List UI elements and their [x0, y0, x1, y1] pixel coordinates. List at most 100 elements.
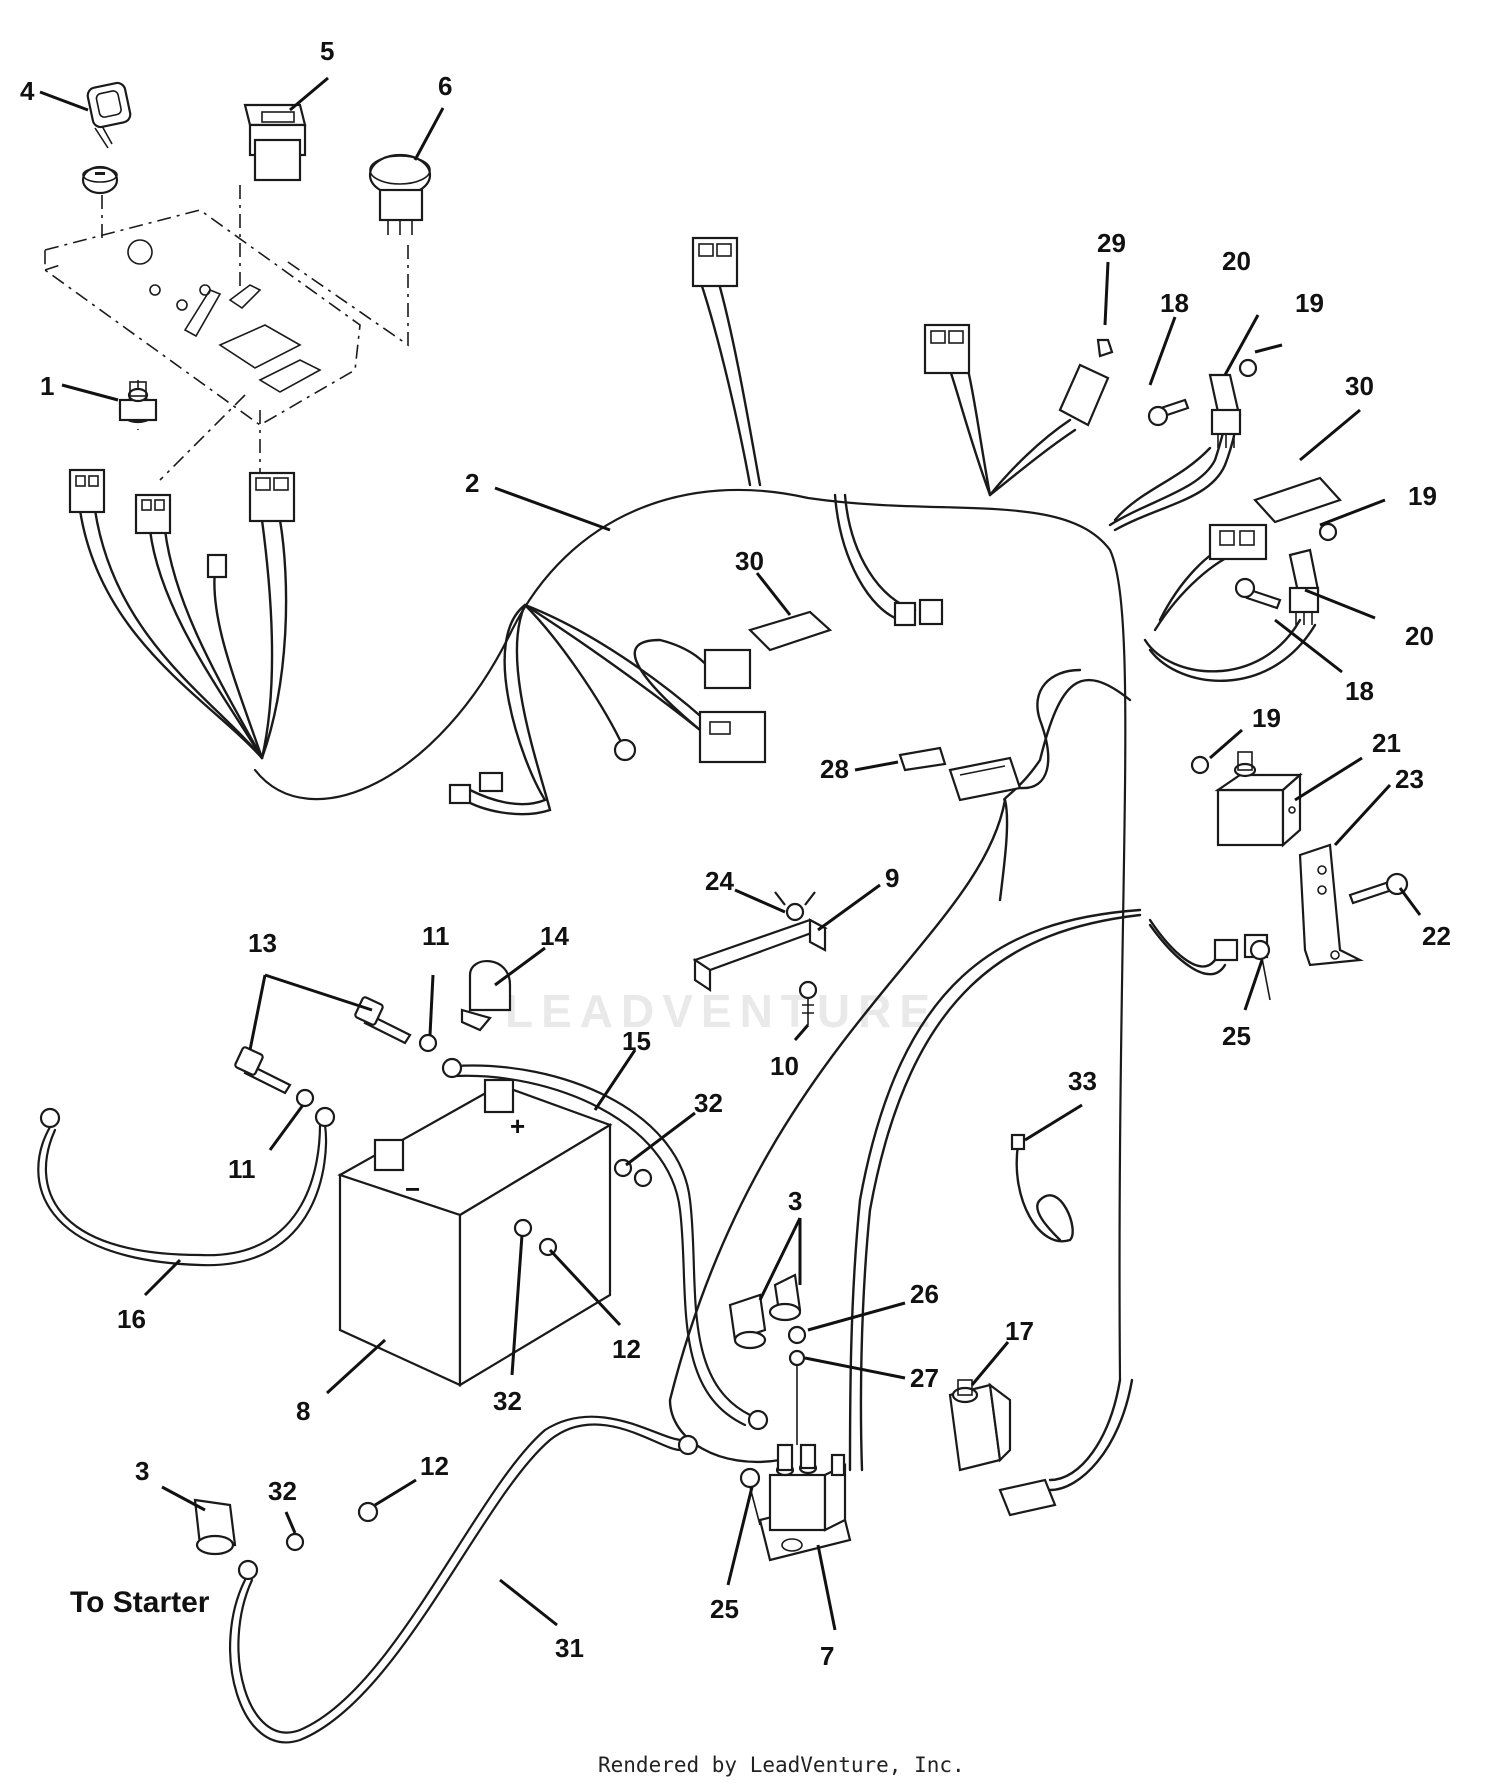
lock-washer-27 [788, 1349, 806, 1367]
callout-9: 9 [885, 863, 899, 893]
leader-lines [39, 76, 1422, 1631]
callout-23: 23 [1395, 764, 1424, 794]
bolt-13a [354, 996, 412, 1045]
ground-cable-16 [37, 1106, 336, 1267]
callout-11a: 11 [422, 921, 450, 951]
terminal-boot-14 [460, 960, 512, 1032]
washer-32c [285, 1532, 305, 1552]
screw-25a [1249, 939, 1271, 1001]
callout-8: 8 [296, 1396, 310, 1426]
battery-positive-mark: + [510, 1111, 525, 1141]
terminal-boot-3c [193, 1498, 237, 1556]
jumper-wire-33 [1010, 1133, 1074, 1243]
key-switch-cap [81, 165, 119, 195]
callout-12b: 12 [420, 1451, 449, 1481]
callout-20a: 20 [1222, 246, 1251, 276]
ignition-key [86, 81, 132, 149]
callout-29: 29 [1097, 228, 1126, 258]
harness-left-branch [68, 468, 296, 760]
callout-19c: 19 [1252, 703, 1281, 733]
ignition-switch [118, 381, 158, 424]
callout-7: 7 [820, 1641, 834, 1671]
harness-upper-right-branch [923, 323, 1110, 497]
washer-11a [418, 1033, 438, 1053]
nut-19b [1318, 522, 1338, 542]
washer-11b [295, 1088, 315, 1108]
relay-cover-upper [1253, 476, 1342, 524]
callout-3b: 3 [135, 1456, 149, 1486]
nut-19a [1238, 358, 1258, 378]
callout-19b: 19 [1408, 481, 1437, 511]
callout-25a: 25 [1222, 1021, 1251, 1051]
terminal-boot-3b [768, 1273, 802, 1322]
callout-10: 10 [770, 1051, 799, 1081]
callout-6: 6 [438, 71, 452, 101]
callout-labels: 4 5 6 1 2 30 29 18 20 19 30 19 20 18 19 … [20, 36, 1451, 1671]
callout-17: 17 [1005, 1316, 1034, 1346]
terminal-boot-3a [728, 1293, 767, 1350]
bolt-13b [234, 1046, 292, 1095]
starter-cable-31 [229, 1415, 699, 1744]
harness-mid-branch [448, 603, 833, 816]
nut-19c [1190, 755, 1210, 775]
harness-lower-branch [668, 678, 1269, 1492]
callout-18b: 18 [1345, 676, 1374, 706]
battery: + − [337, 1078, 613, 1387]
alarm-module [1214, 751, 1303, 848]
callout-32b: 32 [493, 1386, 522, 1416]
callout-32c: 32 [268, 1476, 297, 1506]
callout-2: 2 [465, 468, 479, 498]
callout-22: 22 [1422, 921, 1451, 951]
relay-upper [1113, 373, 1242, 522]
callout-28: 28 [820, 754, 849, 784]
callout-21: 21 [1372, 728, 1401, 758]
screw-10 [798, 980, 818, 1025]
bolt-22 [1348, 872, 1409, 905]
nut-12c [357, 1501, 379, 1523]
starter-solenoid [758, 1443, 852, 1562]
callout-3a: 3 [788, 1186, 802, 1216]
wing-nut [774, 891, 816, 922]
safety-switch-17 [948, 1379, 1057, 1517]
callout-12a: 12 [612, 1334, 641, 1364]
callout-1: 1 [40, 371, 54, 401]
callout-26: 26 [910, 1279, 939, 1309]
callout-18a: 18 [1160, 288, 1189, 318]
callout-15: 15 [622, 1026, 651, 1056]
fuse-holder [898, 668, 1082, 902]
bolt-18b [1234, 577, 1282, 610]
footer-credit: Rendered by LeadVenture, Inc. [598, 1753, 965, 1777]
callout-31: 31 [555, 1633, 584, 1663]
callout-5: 5 [320, 36, 334, 66]
battery-hold-down-bracket [692, 918, 828, 993]
callout-33: 33 [1068, 1066, 1097, 1096]
mini-fuse [1096, 338, 1114, 358]
harness-right-branch [1108, 408, 1317, 682]
hour-meter [243, 103, 307, 182]
watermark-text: LEADVENTURE [505, 985, 938, 1037]
battery-negative-mark: − [405, 1174, 420, 1204]
callout-19a: 19 [1295, 288, 1324, 318]
callout-4: 4 [20, 76, 35, 106]
callout-14: 14 [540, 921, 569, 951]
callout-24: 24 [705, 866, 734, 896]
nut-26 [787, 1325, 807, 1345]
callout-20b: 20 [1405, 621, 1434, 651]
harness-upper-branch [691, 236, 944, 627]
callout-30b: 30 [1345, 371, 1374, 401]
mounting-bracket [1298, 843, 1364, 967]
callout-11b: 11 [228, 1154, 256, 1184]
callout-30a: 30 [735, 546, 764, 576]
callout-16: 16 [117, 1304, 146, 1334]
callout-32a: 32 [694, 1088, 723, 1118]
callout-13: 13 [248, 928, 277, 958]
callout-27: 27 [910, 1363, 939, 1393]
relay-lower [1288, 548, 1320, 625]
bolt-18a [1147, 398, 1190, 427]
pto-switch [368, 153, 432, 235]
dash-panel [44, 185, 409, 481]
main-harness [253, 469, 1149, 1387]
callout-25b: 25 [710, 1594, 739, 1624]
to-starter-label: To Starter [70, 1586, 210, 1619]
